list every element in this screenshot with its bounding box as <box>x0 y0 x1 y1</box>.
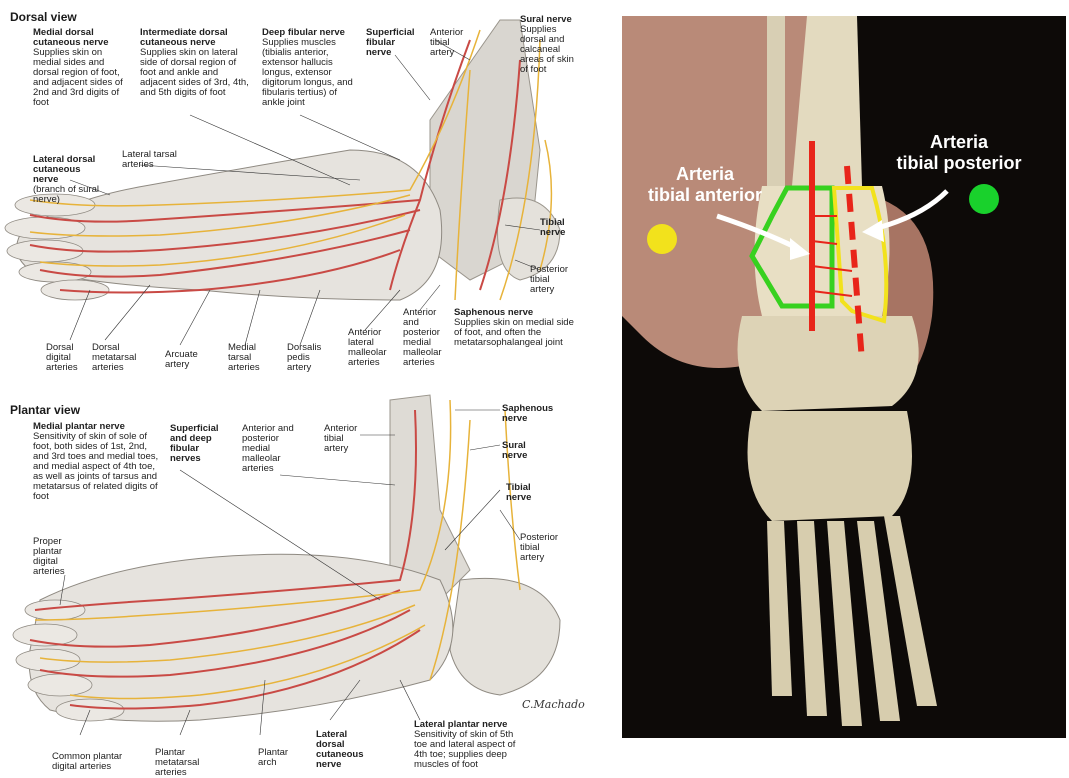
yellow-marker-dot <box>647 224 677 254</box>
label-plantar-anterior-tibial-artery: Anterior tibial artery <box>324 424 364 454</box>
label-plantar-arch: Plantar arch <box>258 748 293 768</box>
label-ant-post-medial-malleolar-arteries: Anterior and posterior medial malleolar … <box>242 424 304 474</box>
label-sural-nerve: Sural nerve Supplies dorsal and calcanea… <box>520 15 580 75</box>
label-plantar-sural-nerve: Sural nerve <box>502 441 542 461</box>
label-dorsal-digital-arteries: Dorsal digital arteries <box>46 343 81 373</box>
label-medial-tarsal-arteries: Medial tarsal arteries <box>228 343 268 373</box>
label-lateral-dorsal-cutaneous-nerve: Lateral dorsal cutaneous nerve (branch o… <box>33 155 108 205</box>
label-proper-plantar-digital-arteries: Proper plantar digital arteries <box>33 537 73 577</box>
illustrator-signature: C.Machado <box>522 698 585 711</box>
label-lateral-tarsal-arteries: Lateral tarsal arteries <box>122 150 202 170</box>
label-posterior-tibial-artery: Posterior tibial artery <box>530 265 572 295</box>
anatomy-illustration-panel: Dorsal view Medial dorsal cutaneous nerv… <box>0 0 610 776</box>
label-saphenous-nerve: Saphenous nerve Supplies skin on medial … <box>454 308 584 348</box>
label-arcuate-artery: Arcuate artery <box>165 350 205 370</box>
label-arteria-tibial-posterior: Arteria tibial posterior <box>884 132 1034 174</box>
label-anterior-lateral-malleolar-arteries: Anterior lateral malleolar arteries <box>348 328 396 368</box>
label-arteria-tibial-anterior: Arteria tibial anterior <box>630 164 780 206</box>
ankle-model-drawing <box>622 16 1066 738</box>
label-intermediate-dorsal-cutaneous-nerve: Intermediate dorsal cutaneous nerve Supp… <box>140 28 250 98</box>
label-dorsalis-pedis-artery: Dorsalis pedis artery <box>287 343 329 373</box>
dorsal-view-title: Dorsal view <box>10 10 77 24</box>
label-plantar-lateral-dorsal-cutaneous-nerve: Lateral dorsal cutaneous nerve <box>316 730 376 770</box>
label-anterior-tibial-artery: Anterior tibial artery <box>430 28 470 58</box>
label-superficial-deep-fibular-nerves: Superficial and deep fibular nerves <box>170 424 230 464</box>
label-medial-plantar-nerve: Medial plantar nerve Sensitivity of skin… <box>33 422 161 502</box>
plantar-view-title: Plantar view <box>10 403 80 417</box>
label-superficial-fibular-nerve: Superficial fibular nerve <box>366 28 416 58</box>
label-common-plantar-digital-arteries: Common plantar digital arteries <box>52 752 142 772</box>
label-tibial-nerve: Tibial nerve <box>540 218 572 238</box>
label-lateral-plantar-nerve: Lateral plantar nerve Sensitivity of ski… <box>414 720 519 770</box>
label-plantar-posterior-tibial-artery: Posterior tibial artery <box>520 533 565 563</box>
label-dorsal-metatarsal-arteries: Dorsal metatarsal arteries <box>92 343 137 373</box>
label-medial-dorsal-cutaneous-nerve: Medial dorsal cutaneous nerve Supplies s… <box>33 28 128 108</box>
label-plantar-saphenous-nerve: Saphenous nerve <box>502 404 557 424</box>
green-marker-dot <box>969 184 999 214</box>
label-deep-fibular-nerve: Deep fibular nerve Supplies muscles (tib… <box>262 28 357 108</box>
label-plantar-tibial-nerve: Tibial nerve <box>506 483 546 503</box>
label-anterior-posterior-medial-malleolar-arteries: Anterior and posterior medial malleolar … <box>403 308 451 368</box>
annotated-model-photo: Arteria tibial anterior Arteria tibial p… <box>622 16 1066 738</box>
label-plantar-metatarsal-arteries: Plantar metatarsal arteries <box>155 748 210 778</box>
